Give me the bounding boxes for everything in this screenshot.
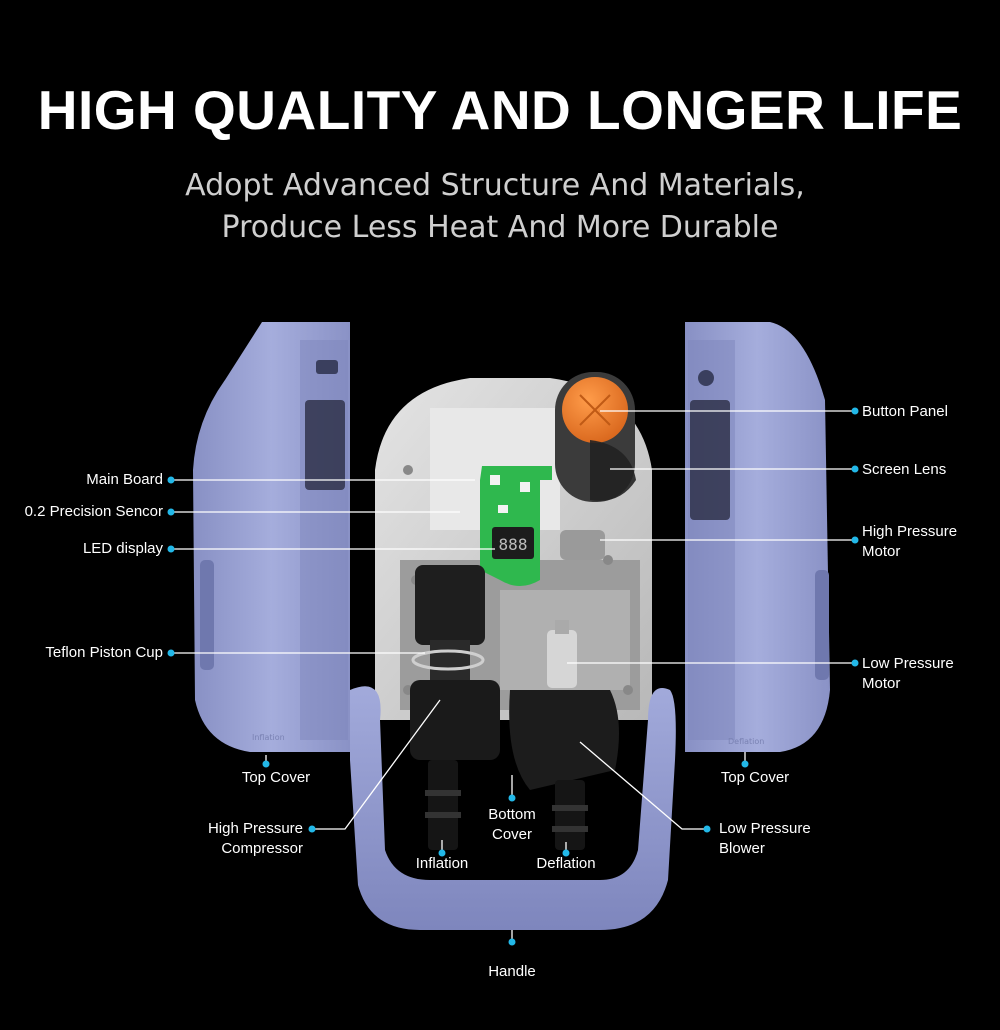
label-low-pressure-motor: Low Pressure Motor bbox=[862, 654, 954, 694]
label-inflation: Inflation bbox=[415, 855, 469, 872]
label-bottom-cover-line2: Cover bbox=[491, 826, 532, 843]
label-low-pressure-motor-line1: Low Pressure bbox=[862, 655, 954, 672]
label-low-pressure-blower-line1: Low Pressure bbox=[719, 820, 811, 837]
label-high-pressure-compressor-line1: High Pressure bbox=[207, 820, 303, 837]
left-shell-label: Inflation bbox=[252, 733, 285, 742]
label-low-pressure-blower: Low Pressure Blower bbox=[719, 819, 811, 859]
pointer-dots bbox=[167, 407, 859, 946]
label-teflon-piston-cup: Teflon Piston Cup bbox=[45, 644, 163, 661]
label-bottom-cover: Bottom Cover bbox=[462, 805, 562, 845]
pointer-lines bbox=[171, 410, 855, 940]
headline: HIGH QUALITY AND LONGER LIFE bbox=[37, 79, 963, 141]
label-top-cover-left: Top Cover bbox=[241, 769, 311, 786]
label-button-panel: Button Panel bbox=[862, 403, 948, 420]
label-precision-sensor: 0.2 Precision Sencor bbox=[24, 503, 163, 520]
screen-lens-part bbox=[590, 440, 636, 501]
label-screen-lens: Screen Lens bbox=[862, 461, 947, 478]
label-main-board: Main Board bbox=[86, 471, 163, 488]
label-high-pressure-motor-line2: Motor bbox=[862, 543, 901, 560]
label-high-pressure-compressor-line2: Compressor bbox=[221, 840, 303, 857]
label-high-pressure-motor-line1: High Pressure bbox=[862, 523, 958, 540]
label-low-pressure-motor-line2: Motor bbox=[862, 675, 901, 692]
low-pressure-blower-part bbox=[509, 620, 619, 850]
label-bottom-cover-line1: Bottom bbox=[488, 806, 536, 823]
label-led-display: LED display bbox=[82, 540, 163, 557]
label-handle: Handle bbox=[488, 963, 536, 980]
label-high-pressure-motor: High Pressure Motor bbox=[862, 522, 957, 562]
subheading-line-1: Adopt Advanced Structure And Materials, bbox=[185, 168, 805, 203]
label-deflation: Deflation bbox=[536, 855, 596, 872]
label-top-cover-right: Top Cover bbox=[720, 769, 790, 786]
left-top-cover-shell: Inflation bbox=[193, 322, 350, 752]
handle-part bbox=[350, 686, 676, 930]
button-panel bbox=[555, 372, 636, 502]
high-pressure-compressor-part bbox=[410, 565, 500, 850]
label-high-pressure-compressor: High Pressure Compressor bbox=[150, 819, 303, 859]
subheading-line-2: Produce Less Heat And More Durable bbox=[221, 210, 779, 245]
right-shell-label: Deflation bbox=[728, 737, 764, 746]
label-low-pressure-blower-line2: Blower bbox=[719, 840, 765, 857]
led-readout: 888 bbox=[499, 535, 528, 554]
main-board: 888 bbox=[480, 466, 605, 586]
right-top-cover-shell: Deflation bbox=[685, 322, 830, 752]
